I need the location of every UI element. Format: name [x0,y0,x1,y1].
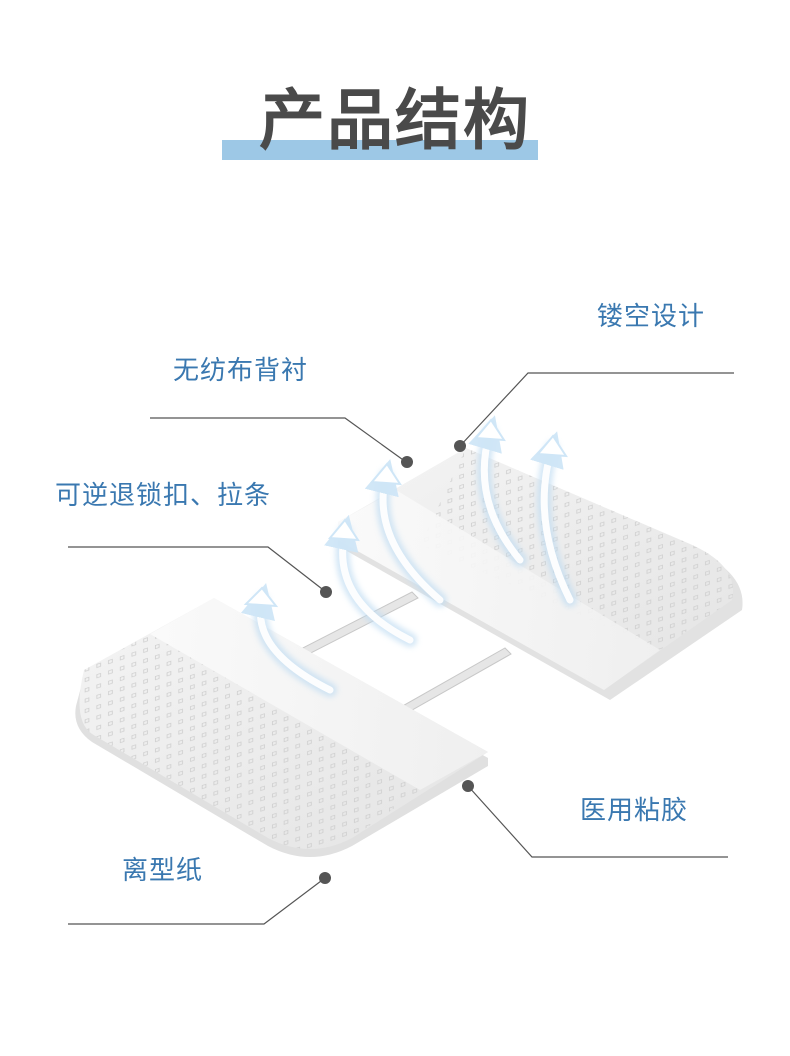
right-panel [338,448,743,700]
label-medical-adhesive: 医用粘胶 [580,796,689,826]
page-title: 产品结构 [259,82,531,159]
leader-lines [68,372,734,925]
leader-line-release-paper [68,877,326,925]
leader-dot-lock-strip [320,586,332,598]
arrowhead-3 [369,462,402,486]
label-nonwoven-backing: 无纺布背衬 [173,356,309,386]
title-underline-bar [222,140,538,160]
arrowhead-5 [535,434,568,458]
leader-line-medical-adhesive [467,785,728,858]
airflow-arrow-4 [468,415,524,564]
leader-dots [319,440,474,884]
label-hollow-design: 镂空设计 [597,302,706,332]
arrowhead-1 [243,586,279,608]
arrowhead-2 [327,518,360,542]
left-panel-dots [79,634,420,849]
airflow-arrow-3 [364,459,444,604]
leader-line-lock-strip [68,546,327,593]
leader-dot-hollow-design [454,440,466,452]
label-release-paper: 离型纸 [122,856,204,886]
right-panel-dots [420,448,734,650]
leader-line-hollow-design [459,372,734,447]
left-panel-strip [150,598,488,790]
airflow-arrows [240,415,577,697]
leader-line-nonwoven-backing [150,417,407,463]
title-section: 产品结构 [0,78,790,168]
leader-dot-nonwoven-backing [401,456,413,468]
airflow-arrow-2 [324,514,414,644]
airflow-arrow-1 [240,582,334,694]
label-reversible-lock-strip: 可逆退锁扣、拉条 [55,481,272,511]
leader-dot-medical-adhesive [462,780,474,792]
left-panel [75,598,488,857]
leader-dot-release-paper [319,872,331,884]
arrowhead-4 [473,418,506,442]
right-panel-strip [338,490,660,690]
airflow-arrow-5 [530,431,574,604]
